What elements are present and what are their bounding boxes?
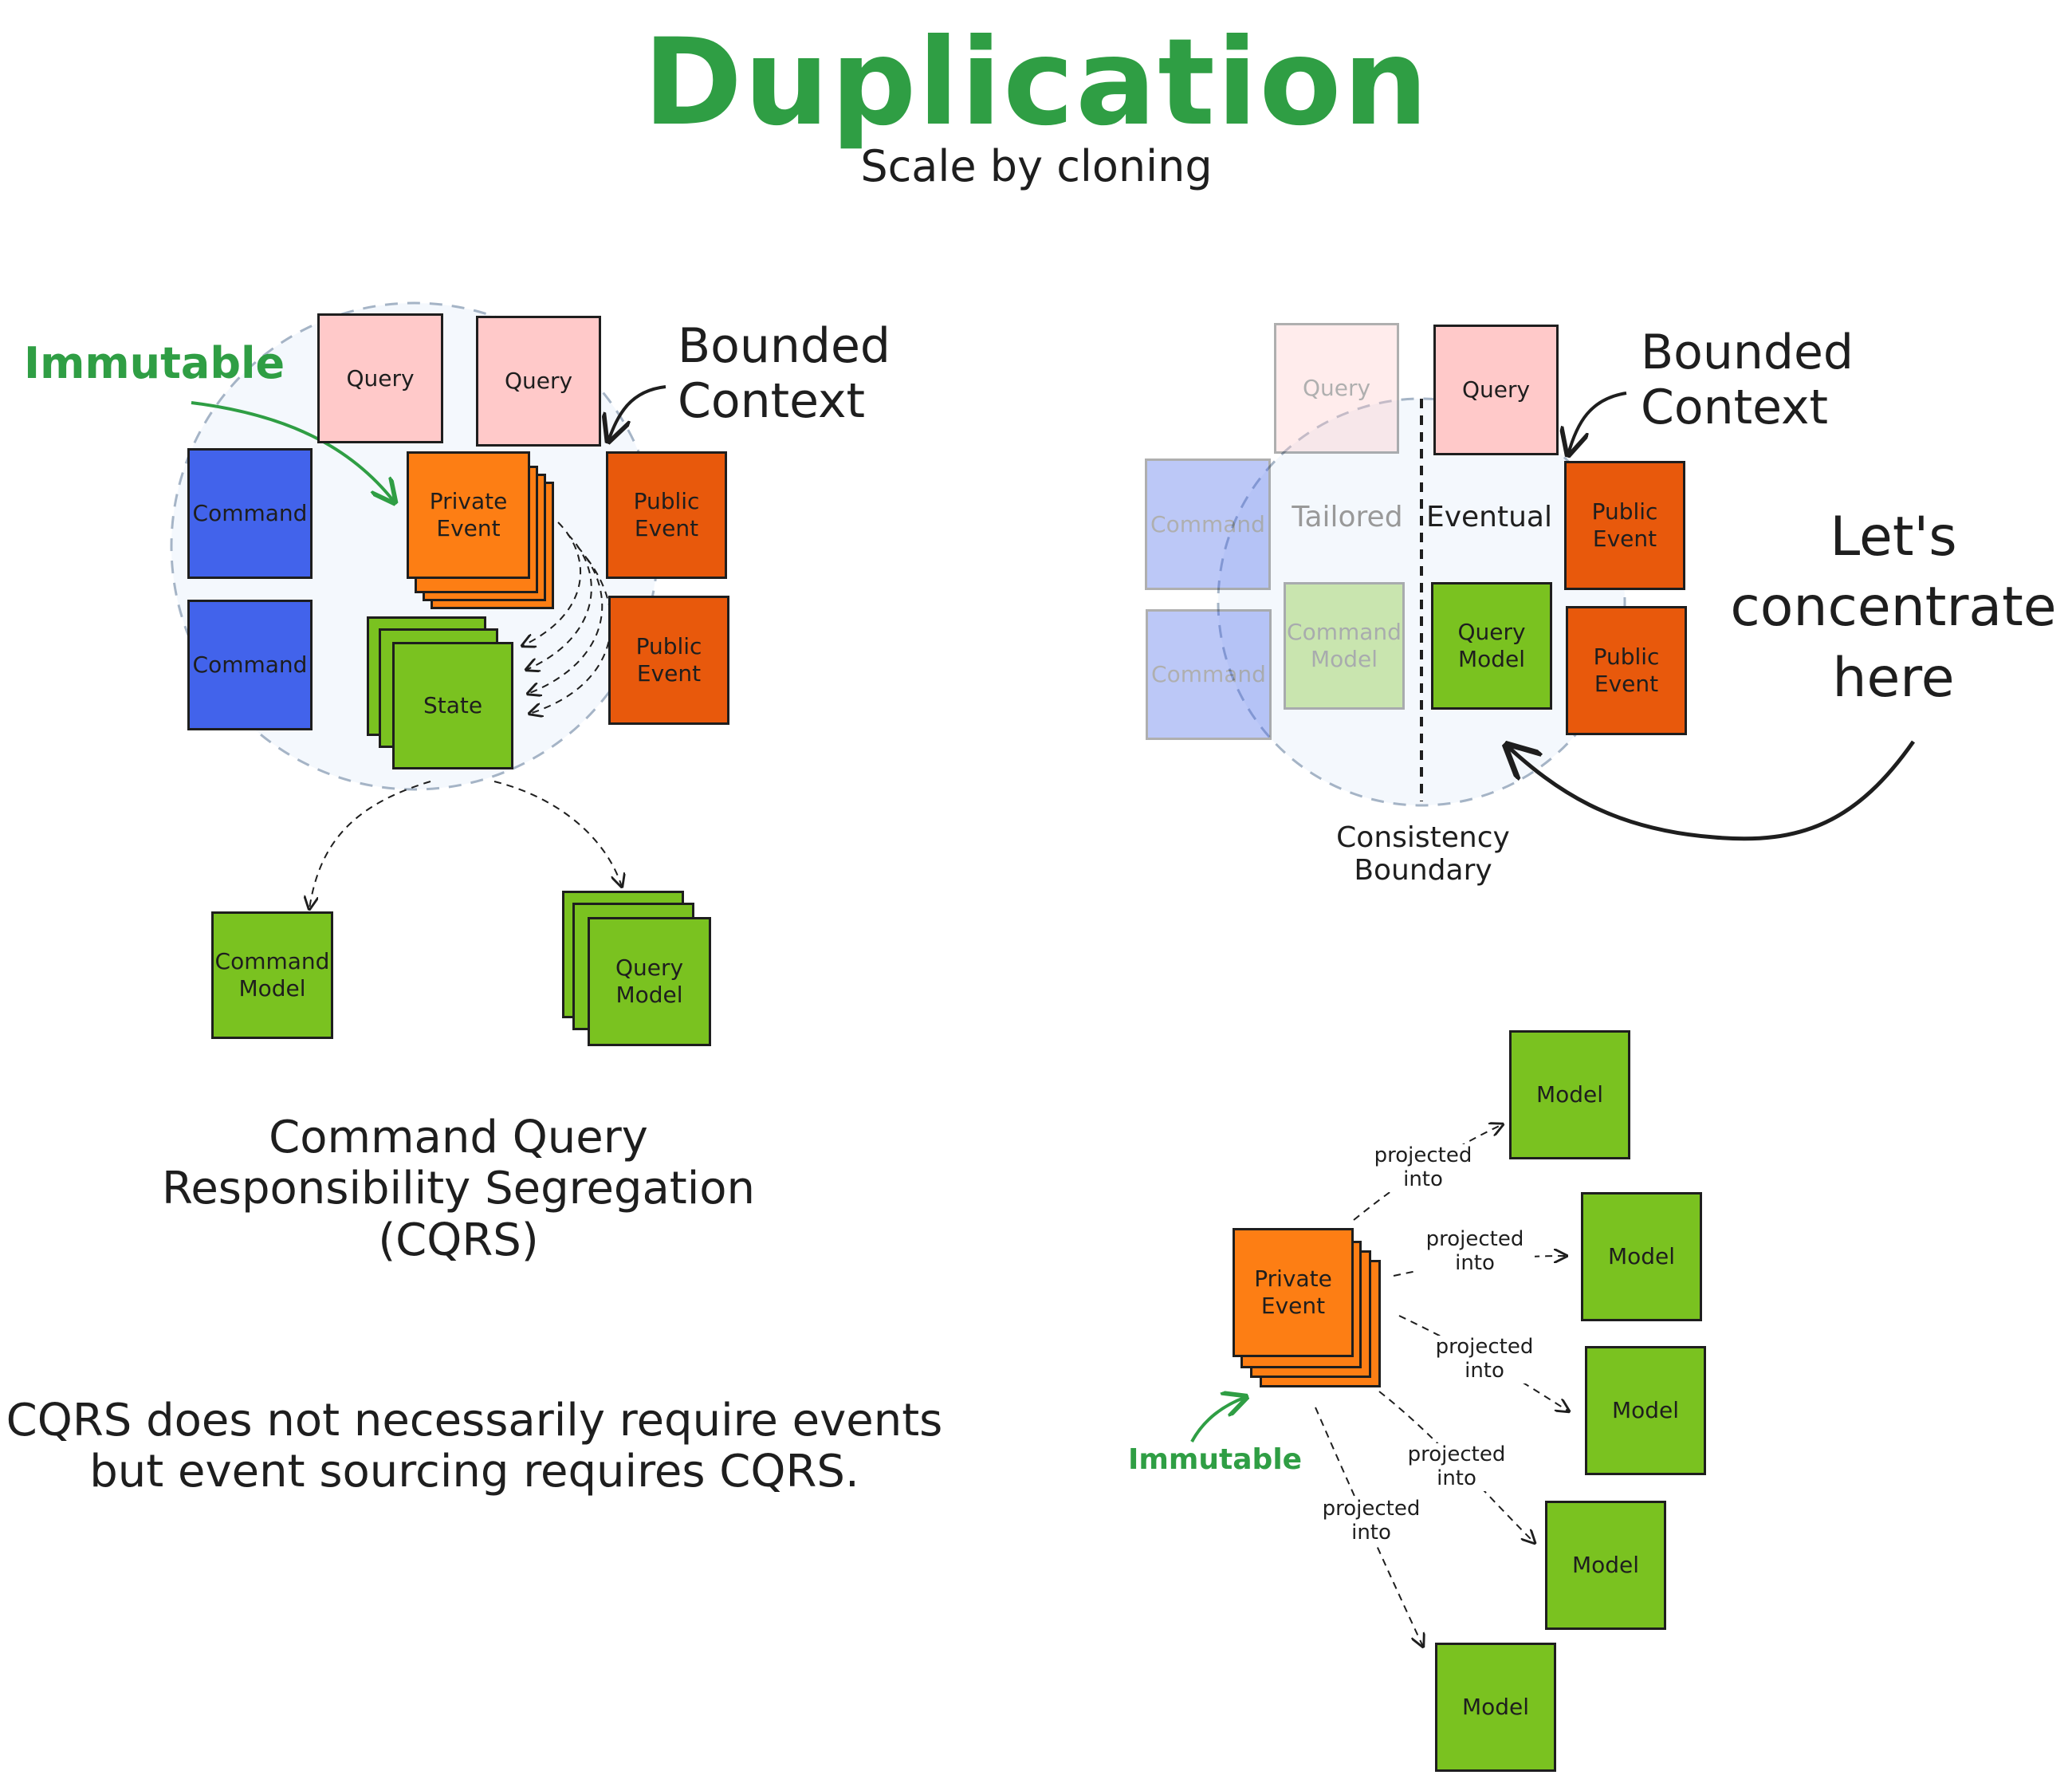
command-card-1: Command	[187, 448, 313, 579]
event-to-state-arrow-3	[528, 545, 604, 694]
state-card: State	[392, 642, 513, 769]
projected-into-label-1: projected into	[1363, 1143, 1483, 1192]
model-card-4: Model	[1545, 1501, 1666, 1630]
bounded-context-label: Bounded Context	[678, 318, 891, 429]
page-subtitle: Scale by cloning	[860, 141, 1213, 191]
command-card-faded-1: Command	[1145, 459, 1271, 590]
public-event-card-2: Public Event	[608, 596, 729, 725]
model-card-3: Model	[1585, 1346, 1706, 1475]
consistency-boundary-label: Consistency Boundary	[1336, 821, 1510, 888]
projected-into-label-4: projected into	[1397, 1442, 1516, 1491]
query-model-card-right: Query Model	[1431, 582, 1552, 710]
projected-into-label-2: projected into	[1415, 1227, 1535, 1276]
immutable-label: Immutable	[24, 338, 285, 388]
query-card-faded: Query	[1274, 323, 1399, 454]
public-event-card-1: Public Event	[606, 451, 727, 579]
immutable-label-bottom: Immutable	[1128, 1443, 1303, 1476]
bounded-context-arrow	[608, 385, 666, 441]
lets-concentrate-label: Let's concentrate here	[1730, 506, 2057, 710]
state-to-query-model-arrow	[493, 781, 622, 887]
cqrs-title: Command Query Responsibility Segregation…	[161, 1112, 756, 1266]
command-model-card-faded: Command Model	[1284, 582, 1405, 710]
state-to-command-model-arrow	[309, 781, 431, 909]
bounded-context-arrow-right	[1568, 392, 1627, 455]
immutable-arrow	[191, 401, 395, 502]
cqrs-note: CQRS does not necessarily require events…	[6, 1395, 943, 1498]
private-event-card: Private Event	[407, 451, 530, 579]
query-card-right: Query	[1433, 325, 1559, 455]
projected-into-label-3: projected into	[1425, 1335, 1544, 1383]
model-card-2: Model	[1581, 1192, 1702, 1321]
concentrate-arrow	[1507, 742, 1916, 841]
eventual-label: Eventual	[1425, 501, 1552, 533]
model-card-5: Model	[1435, 1643, 1556, 1772]
query-model-card: Query Model	[588, 917, 711, 1046]
query-card-2: Query	[476, 316, 601, 447]
model-card-1: Model	[1509, 1030, 1630, 1159]
event-to-state-arrow-4	[529, 557, 612, 714]
command-card-2: Command	[187, 600, 313, 730]
projected-into-label-5: projected into	[1311, 1497, 1431, 1545]
public-event-card-right-1: Public Event	[1564, 461, 1685, 590]
immutable-arrow-bottom	[1190, 1397, 1246, 1442]
query-card-1: Query	[317, 313, 443, 443]
command-model-card: Command Model	[211, 911, 333, 1039]
tailored-label: Tailored	[1292, 501, 1403, 533]
private-event-card-bottom: Private Event	[1233, 1228, 1354, 1357]
bounded-context-label-right: Bounded Context	[1641, 325, 1854, 435]
event-to-state-arrow-2	[526, 533, 592, 670]
command-card-faded-2: Command	[1146, 609, 1272, 740]
public-event-card-right-2: Public Event	[1566, 606, 1687, 735]
page-title: Duplication	[643, 14, 1430, 152]
